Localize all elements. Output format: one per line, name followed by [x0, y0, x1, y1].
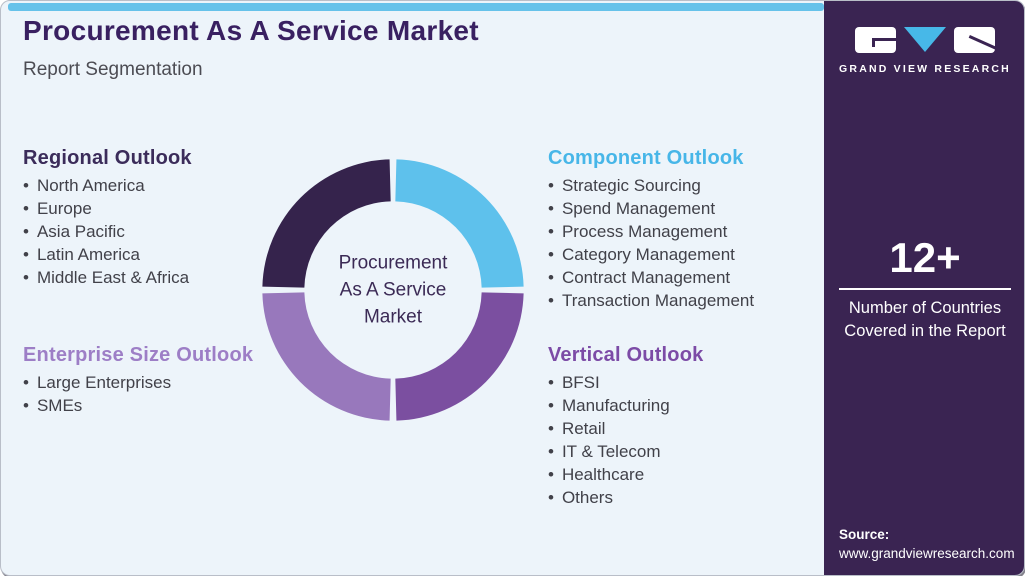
list-item: •IT & Telecom [548, 442, 661, 461]
segmentation-donut-chart: Procurement As A Service Market [253, 150, 533, 430]
list-item: •Retail [548, 419, 606, 438]
bullet-icon: • [548, 419, 554, 438]
bullet-icon: • [548, 396, 554, 415]
list-item: •Middle East & Africa [23, 268, 190, 287]
bullet-icon: • [548, 291, 554, 310]
donut-svg [262, 159, 524, 421]
component-outlook-heading: Component Outlook [548, 147, 744, 169]
vertical-outlook-list: •BFSI •Manufacturing •Retail •IT & Telec… [548, 371, 818, 509]
bullet-icon: • [23, 222, 29, 241]
bullet-icon: • [548, 268, 554, 287]
donut-center-label: Procurement As A Service Market [308, 250, 478, 331]
page-title: Procurement As A Service Market [23, 15, 479, 46]
list-item: •Manufacturing [548, 396, 670, 415]
donut-center-line-1: Procurement [338, 252, 448, 274]
bullet-icon: • [23, 268, 29, 287]
gvr-logo-marks [824, 27, 1024, 54]
source-block: Source: www.grandviewresearch.com [839, 527, 1015, 561]
list-item: •Europe [23, 199, 92, 218]
list-item: •Others [548, 488, 613, 507]
list-item: •Transaction Management [548, 291, 755, 310]
stat-label-line-1: Number of Countries [848, 299, 1002, 317]
component-outlook-list: •Strategic Sourcing •Spend Management •P… [548, 174, 818, 312]
section-vertical-outlook: Vertical Outlook •BFSI •Manufacturing •R… [548, 344, 818, 509]
gvr-logo: GRAND VIEW RESEARCH [824, 27, 1024, 75]
donut-segment-regional [262, 159, 391, 288]
bullet-icon: • [548, 245, 554, 264]
list-item: •Large Enterprises [23, 373, 172, 392]
bullet-icon: • [548, 373, 554, 392]
list-item: •BFSI [548, 373, 600, 392]
countries-stat: 12+ Number of Countries Covered in the R… [824, 234, 1024, 343]
list-item: •North America [23, 176, 145, 195]
stat-label-line-2: Covered in the Report [844, 322, 1006, 340]
list-item: •SMEs [23, 396, 83, 415]
section-enterprise-size-outlook: Enterprise Size Outlook •Large Enterpris… [23, 344, 283, 417]
bullet-icon: • [23, 373, 29, 392]
bullet-icon: • [23, 245, 29, 264]
stat-value: 12+ [889, 234, 961, 281]
bullet-icon: • [23, 199, 29, 218]
list-item: •Category Management [548, 245, 735, 264]
logo-g-mark-icon [855, 27, 896, 53]
regional-outlook-heading: Regional Outlook [23, 147, 192, 169]
list-item: •Latin America [23, 245, 140, 264]
enterprise-size-outlook-list: •Large Enterprises •SMEs [23, 371, 283, 417]
stat-label: Number of Countries Covered in the Repor… [824, 297, 1024, 343]
top-accent-bar [8, 3, 824, 11]
logo-v-triangle-icon [904, 27, 946, 52]
donut-segment-vertical [395, 292, 524, 421]
bullet-icon: • [548, 442, 554, 461]
list-item: •Contract Management [548, 268, 731, 287]
list-item: •Asia Pacific [23, 222, 125, 241]
bullet-icon: • [548, 222, 554, 241]
bullet-icon: • [23, 396, 29, 415]
list-item: •Healthcare [548, 465, 645, 484]
stat-divider [839, 288, 1011, 290]
bullet-icon: • [548, 176, 554, 195]
bullet-icon: • [548, 199, 554, 218]
donut-center-line-2: As A Service [339, 279, 447, 301]
list-item: •Process Management [548, 222, 728, 241]
donut-segment-component [395, 159, 524, 288]
section-regional-outlook: Regional Outlook •North America •Europe … [23, 147, 263, 289]
logo-r-mark-icon [954, 27, 995, 53]
vertical-outlook-heading: Vertical Outlook [548, 344, 704, 366]
brand-sidebar: GRAND VIEW RESEARCH 12+ Number of Countr… [824, 1, 1024, 575]
bullet-icon: • [548, 465, 554, 484]
brand-name: GRAND VIEW RESEARCH [839, 63, 1011, 75]
source-label: Source: [839, 527, 890, 542]
page-subtitle: Report Segmentation [23, 59, 203, 80]
bullet-icon: • [23, 176, 29, 195]
donut-center-line-3: Market [363, 306, 423, 328]
list-item: •Strategic Sourcing [548, 176, 701, 195]
enterprise-size-outlook-heading: Enterprise Size Outlook [23, 344, 254, 366]
list-item: •Spend Management [548, 199, 716, 218]
regional-outlook-list: •North America •Europe •Asia Pacific •La… [23, 174, 263, 289]
section-component-outlook: Component Outlook •Strategic Sourcing •S… [548, 147, 818, 312]
source-url: www.grandviewresearch.com [839, 546, 1015, 561]
bullet-icon: • [548, 488, 554, 507]
donut-segment-enterprise [262, 292, 391, 421]
